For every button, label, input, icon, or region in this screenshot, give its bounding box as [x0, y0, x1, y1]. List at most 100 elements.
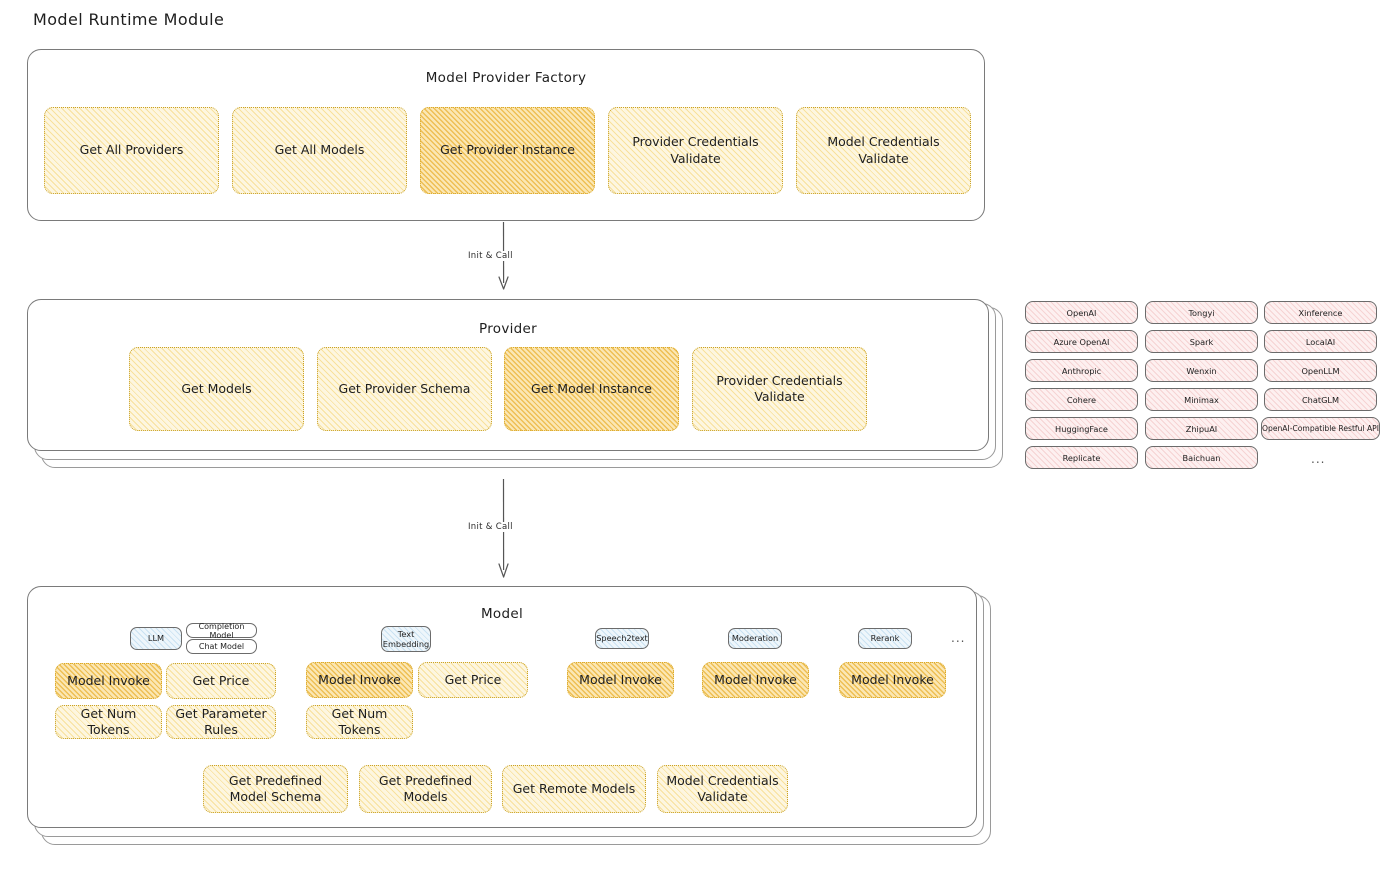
model-type-chip-rerank[interactable]: Rerank — [858, 628, 912, 649]
provider-chip-label: Tongyi — [1188, 307, 1215, 318]
model-type-tag-label: Chat Model — [198, 642, 245, 651]
provider-chip-label: Xinference — [1298, 307, 1343, 318]
provider-chip-wenxin[interactable]: Wenxin — [1145, 359, 1258, 382]
model-node-moderation-model-invoke[interactable]: Model Invoke — [702, 662, 809, 698]
model-node-label: Model Invoke — [67, 672, 150, 688]
model-node-label: Get Num Tokens — [80, 705, 137, 738]
model-type-chip-speech2text[interactable]: Speech2text — [595, 628, 649, 649]
factory-node-provider-credentials-validate[interactable]: Provider Credentials Validate — [608, 107, 783, 194]
provider-chip-label: LocalAI — [1305, 336, 1336, 347]
provider-chip-label: Cohere — [1066, 394, 1097, 405]
provider-node-label: Get Provider Schema — [338, 380, 471, 396]
provider-chip-chatglm[interactable]: ChatGLM — [1264, 388, 1377, 411]
provider-chip-label: ZhipuAI — [1185, 423, 1218, 434]
provider-chip-azure-openai[interactable]: Azure OpenAI — [1025, 330, 1138, 353]
model-node-label: Model Invoke — [714, 671, 797, 687]
model-node-label: Model Invoke — [318, 671, 401, 687]
provider-chip-spark[interactable]: Spark — [1145, 330, 1258, 353]
provider-node-get-model-instance[interactable]: Get Model Instance — [504, 347, 679, 431]
model-node-label: Get Predefined Models — [378, 772, 473, 805]
provider-chip-openai[interactable]: OpenAI — [1025, 301, 1138, 324]
provider-chip-label: Spark — [1189, 336, 1214, 347]
model-node-get-remote-models[interactable]: Get Remote Models — [502, 765, 646, 813]
factory-node-label: Get Provider Instance — [440, 142, 575, 158]
model-type-chip-moderation[interactable]: Moderation — [728, 628, 782, 649]
provider-title: Provider — [479, 321, 537, 337]
model-node-get-predefined-models[interactable]: Get Predefined Models — [359, 765, 492, 813]
model-node-label: Get Num Tokens — [331, 705, 388, 738]
model-node-label: Get Price — [444, 671, 502, 687]
model-node-label: Get Predefined Model Schema — [228, 772, 323, 805]
provider-chip-zhipuai[interactable]: ZhipuAI — [1145, 417, 1258, 440]
model-node-text-embedding-model-invoke[interactable]: Model Invoke — [306, 662, 413, 698]
model-type-tag-chat-model[interactable]: Chat Model — [186, 639, 257, 654]
provider-chip-label: Replicate — [1062, 452, 1101, 463]
model-type-chip-text-embedding[interactable]: Text Embedding — [381, 626, 431, 652]
provider-chip-minimax[interactable]: Minimax — [1145, 388, 1258, 411]
provider-chip-tongyi[interactable]: Tongyi — [1145, 301, 1258, 324]
factory-node-label: Get All Models — [274, 142, 365, 158]
provider-node-provider-credentials-validate[interactable]: Provider Credentials Validate — [692, 347, 867, 431]
provider-chip-xinference[interactable]: Xinference — [1264, 301, 1377, 324]
provider-chip-localai[interactable]: LocalAI — [1264, 330, 1377, 353]
factory-node-model-credentials-validate[interactable]: Model Credentials Validate — [796, 107, 971, 194]
provider-chip-label: Wenxin — [1186, 365, 1217, 376]
provider-chip-replicate[interactable]: Replicate — [1025, 446, 1138, 469]
model-node-text-embedding-get-num-tokens[interactable]: Get Num Tokens — [306, 705, 413, 739]
model-node-get-predefined-model-schema[interactable]: Get Predefined Model Schema — [203, 765, 348, 813]
model-node-rerank-model-invoke[interactable]: Model Invoke — [839, 662, 946, 698]
provider-chip-label: HuggingFace — [1055, 423, 1108, 434]
model-node-llm-get-price[interactable]: Get Price — [166, 663, 276, 699]
factory-node-label: Model Credentials Validate — [827, 134, 940, 166]
provider-chip-openllm[interactable]: OpenLLM — [1264, 359, 1377, 382]
provider-chip-cohere[interactable]: Cohere — [1025, 388, 1138, 411]
provider-node-label: Get Models — [181, 380, 252, 396]
model-type-label: Moderation — [731, 633, 779, 644]
provider-chip-anthropic[interactable]: Anthropic — [1025, 359, 1138, 382]
model-node-llm-model-invoke[interactable]: Model Invoke — [55, 663, 162, 699]
model-title: Model — [480, 606, 524, 622]
factory-node-label: Get All Providers — [79, 142, 184, 158]
model-node-llm-get-parameter-rules[interactable]: Get Parameter Rules — [166, 705, 276, 739]
model-node-label: Model Invoke — [579, 671, 662, 687]
provider-node-label: Get Model Instance — [531, 380, 652, 396]
provider-chip-label: OpenAI-Compatible Restful API — [1262, 424, 1379, 433]
provider-chip-label: Anthropic — [1061, 365, 1102, 376]
model-type-tag-label: Completion Model — [198, 621, 245, 640]
model-type-label: Rerank — [870, 633, 900, 644]
model-node-model-credentials-validate[interactable]: Model Credentials Validate — [657, 765, 788, 813]
model-node-label: Get Parameter Rules — [175, 705, 267, 738]
model-node-label: Get Price — [192, 672, 250, 688]
model-node-text-embedding-get-price[interactable]: Get Price — [418, 662, 528, 698]
model-node-llm-get-num-tokens[interactable]: Get Num Tokens — [55, 705, 162, 739]
model-type-tag-completion-model[interactable]: Completion Model — [186, 621, 257, 640]
model-type-label: Text Embedding — [382, 628, 430, 649]
arrow-provider-to-model: Init & Call — [460, 478, 550, 583]
factory-node-get-all-providers[interactable]: Get All Providers — [44, 107, 219, 194]
provider-node-get-models[interactable]: Get Models — [129, 347, 304, 431]
provider-chip-openai-compatible-restful-api[interactable]: OpenAI-Compatible Restful API — [1261, 417, 1380, 440]
provider-chip-label: Minimax — [1184, 394, 1219, 405]
model-provider-factory-title: Model Provider Factory — [425, 70, 587, 86]
provider-chip-label: ChatGLM — [1301, 394, 1340, 405]
provider-node-get-provider-schema[interactable]: Get Provider Schema — [317, 347, 492, 431]
page-title: Model Runtime Module — [33, 10, 225, 29]
factory-node-label: Provider Credentials Validate — [632, 134, 759, 166]
provider-chip-baichuan[interactable]: Baichuan — [1145, 446, 1258, 469]
model-node-label: Model Invoke — [851, 671, 934, 687]
model-type-label: LLM — [147, 633, 165, 644]
factory-node-get-all-models[interactable]: Get All Models — [232, 107, 407, 194]
factory-node-get-provider-instance[interactable]: Get Provider Instance — [420, 107, 595, 194]
model-node-label: Get Remote Models — [512, 780, 636, 796]
provider-chip-huggingface[interactable]: HuggingFace — [1025, 417, 1138, 440]
provider-chip-label: Azure OpenAI — [1053, 336, 1110, 347]
arrow-label-init-and-call: Init & Call — [465, 522, 516, 532]
arrow-factory-to-provider: Init & Call — [460, 221, 550, 298]
provider-list-more-ellipsis: ... — [1311, 452, 1326, 466]
provider-chip-label: OpenLLM — [1301, 365, 1340, 376]
model-type-chip-llm[interactable]: LLM — [130, 627, 182, 650]
model-node-label: Model Credentials Validate — [666, 772, 779, 805]
provider-chip-label: Baichuan — [1182, 452, 1221, 463]
model-types-more-ellipsis: ... — [951, 631, 966, 645]
model-node-speech2text-model-invoke[interactable]: Model Invoke — [567, 662, 674, 698]
